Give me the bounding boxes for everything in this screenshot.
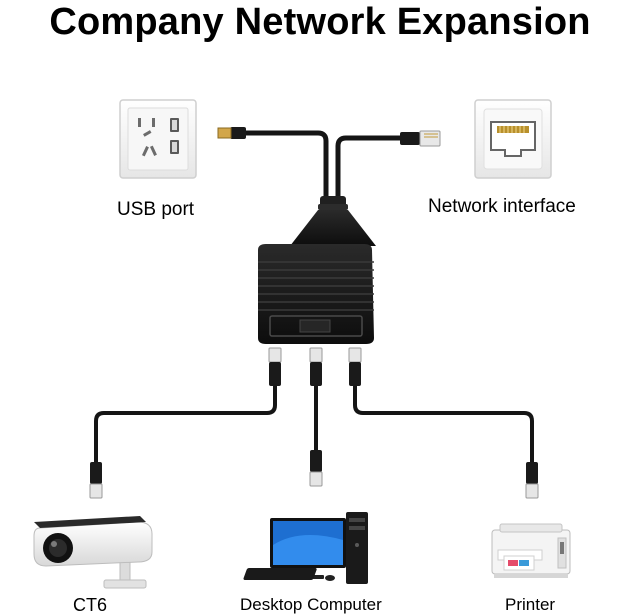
desktop-computer-icon <box>243 512 368 584</box>
ct6-label: CT6 <box>73 595 108 615</box>
security-camera-icon <box>33 516 153 589</box>
desktop-computer-label: Desktop Computer <box>240 595 382 614</box>
upper-cables <box>246 130 402 200</box>
device-rj45-plugs <box>89 450 539 499</box>
usb-cable <box>246 130 329 200</box>
network-cable <box>335 135 402 200</box>
page-title: Company Network Expansion <box>49 1 591 43</box>
camera-cable <box>94 386 277 466</box>
usb-plug-icon <box>217 127 246 139</box>
hub-rj45-plugs <box>268 347 362 386</box>
usb-port-label: USB port <box>117 199 195 220</box>
rj45-plug-icon <box>400 130 441 147</box>
printer-icon <box>491 523 571 578</box>
network-interface-label: Network interface <box>428 196 576 217</box>
printer-cable <box>353 386 534 466</box>
printer-label: Printer <box>505 595 556 614</box>
ethernet-jack-icon <box>474 99 552 179</box>
wall-socket-icon <box>119 99 197 179</box>
splitter-hub-icon <box>258 196 376 344</box>
